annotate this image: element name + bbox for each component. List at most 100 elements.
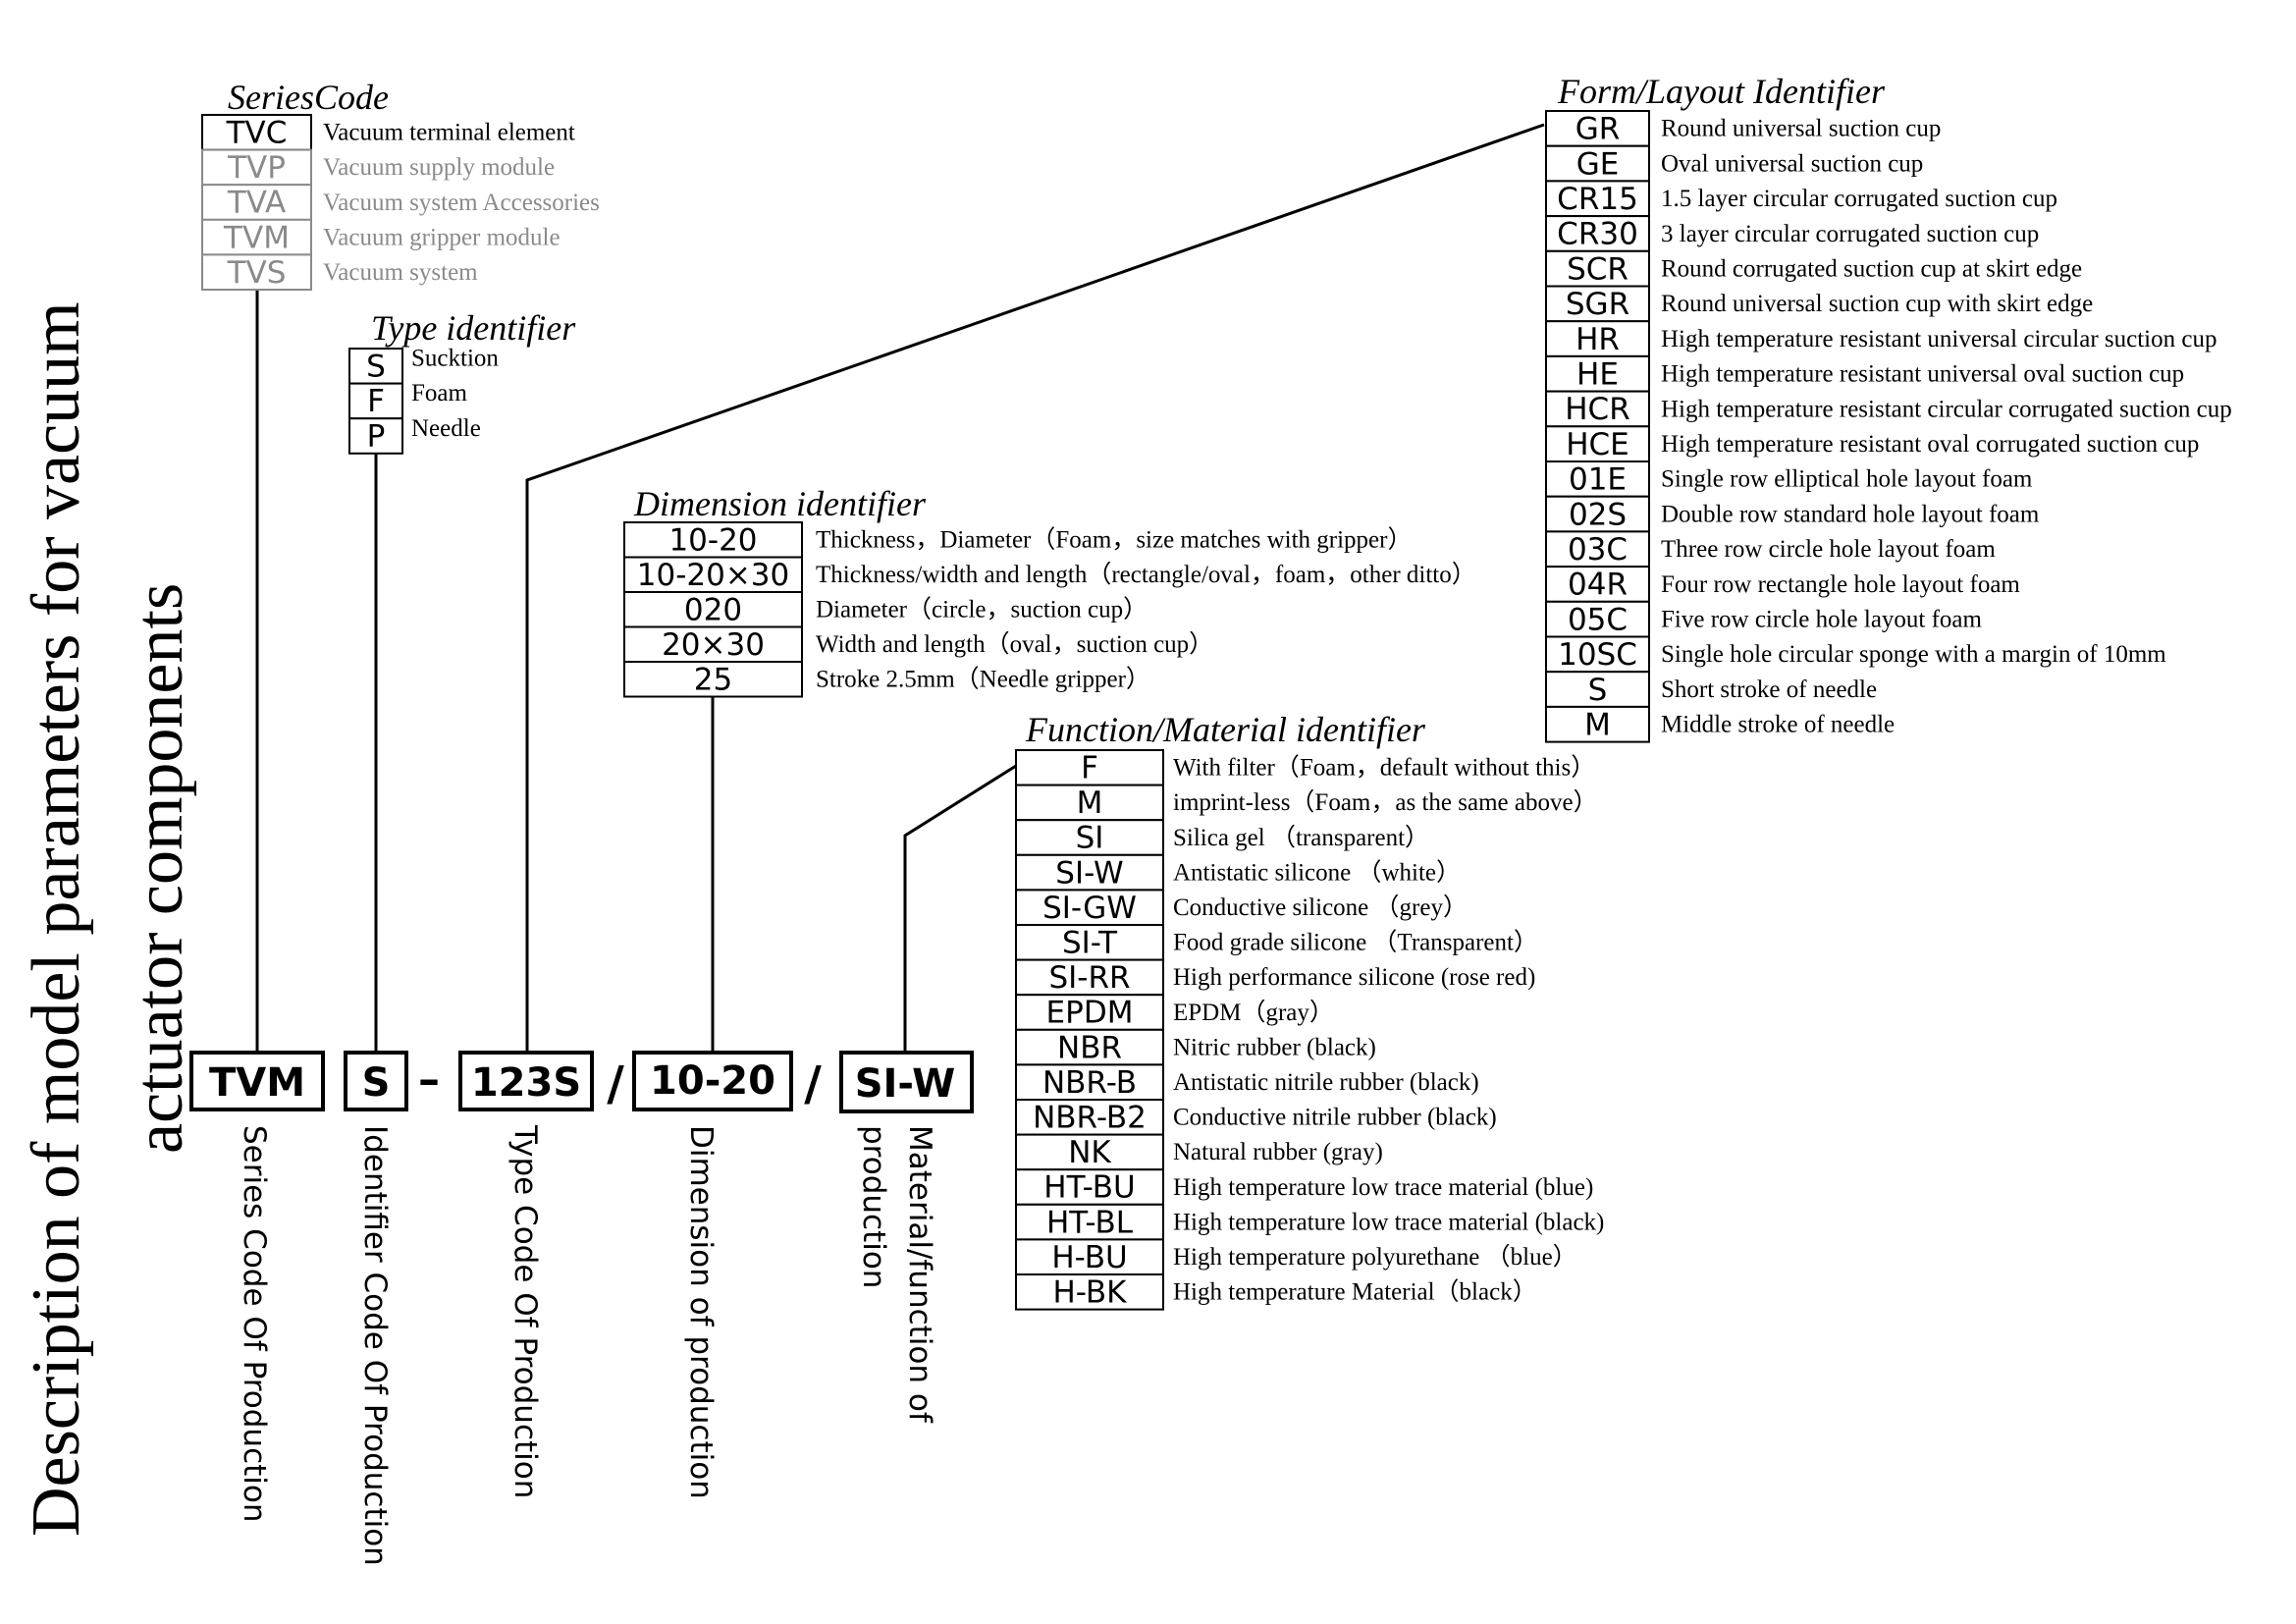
model-material-box — [839, 1051, 974, 1113]
code-text: H-BU — [1051, 1240, 1127, 1275]
description-text: High temperature low trace material (bla… — [1173, 1209, 1604, 1235]
code-cell — [1545, 425, 1650, 462]
code-cell — [1015, 1099, 1164, 1136]
model-slash-2: / — [804, 1056, 822, 1111]
code-cell — [1015, 994, 1164, 1031]
code-cell — [1545, 390, 1650, 428]
code-text: M — [1077, 785, 1103, 821]
series-code-table-heading: SeriesCode — [228, 78, 389, 117]
description-text: High temperature resistant circular corr… — [1661, 396, 2232, 422]
description-text: Vacuum system — [323, 259, 478, 286]
code-cell — [1545, 671, 1650, 708]
code-text: GE — [1576, 146, 1620, 182]
description-text: Conductive nitrile rubber (black) — [1173, 1105, 1497, 1131]
code-cell — [623, 556, 803, 593]
connector-form-layout — [525, 123, 1545, 1053]
description-text: Conductive silicone （grey） — [1173, 893, 1468, 921]
description-text: Middle stroke of needle — [1661, 712, 1895, 738]
code-text: 20×30 — [662, 627, 765, 663]
description-text: Three row circle hole layout foam — [1661, 536, 1996, 563]
description-text: High performance silicone (rose red) — [1173, 964, 1535, 991]
description-text: High temperature Material（black） — [1173, 1278, 1537, 1306]
code-text: EPDM — [1046, 996, 1134, 1031]
description-text: High temperature resistant universal cir… — [1661, 326, 2216, 352]
description-text: Round corrugated suction cup at skirt ed… — [1661, 256, 2082, 283]
description-text: Vacuum supply module — [323, 154, 555, 181]
model-material-code: SI-W — [855, 1061, 956, 1107]
code-text: HCR — [1565, 392, 1630, 427]
connector-function-material — [903, 764, 1017, 1053]
description-text: Diameter（circle，suction cup） — [816, 596, 1148, 623]
description-text: High temperature resistant oval corrugat… — [1661, 431, 2199, 458]
description-text: Thickness，Diameter（Foam，size matches wit… — [816, 526, 1412, 554]
code-text: SI-W — [1055, 855, 1123, 891]
description-text: Vacuum system Accessories — [323, 189, 600, 216]
code-cell — [1545, 354, 1650, 393]
code-text: 25 — [694, 662, 732, 697]
title-line-1: Description of model parameters for vacu… — [19, 301, 94, 1537]
description-text: Sucktion — [411, 346, 499, 372]
code-cell — [1015, 1273, 1164, 1311]
code-text: 02S — [1569, 497, 1627, 532]
code-cell — [1545, 180, 1650, 218]
code-text: TVA — [227, 186, 286, 221]
code-cell — [1545, 320, 1650, 357]
code-cell — [623, 591, 803, 628]
model-type-code: 123S — [471, 1060, 581, 1106]
code-text: SCR — [1567, 251, 1629, 287]
code-cell — [1015, 1203, 1164, 1241]
description-text: Stroke 2.5mm（Needle gripper） — [816, 666, 1150, 693]
description-text: Needle — [411, 415, 481, 442]
description-text: 1.5 layer circular corrugated suction cu… — [1661, 186, 2057, 212]
code-text: 03C — [1568, 532, 1628, 568]
description-text: Round universal suction cup with skirt e… — [1661, 291, 2093, 317]
description-text: Antistatic silicone （white） — [1173, 858, 1461, 886]
code-cell — [348, 417, 403, 455]
code-cell — [1545, 566, 1650, 603]
model-identifier-code: S — [362, 1060, 391, 1106]
label-series-code: Series Code Of Production — [237, 1125, 272, 1523]
code-text: SI-RR — [1048, 960, 1130, 996]
code-text: HR — [1575, 322, 1620, 357]
description-text: Short stroke of needle — [1661, 677, 1877, 703]
code-text: TVM — [223, 220, 290, 255]
description-text: 3 layer circular corrugated suction cup — [1661, 221, 2039, 247]
description-text: Single hole circular sponge with a margi… — [1661, 641, 2166, 668]
description-text: Nitric rubber (black) — [1173, 1034, 1376, 1060]
description-text: Natural rubber (gray) — [1173, 1139, 1383, 1165]
description-text: Food grade silicone （Transparent） — [1173, 929, 1538, 956]
code-text: 10-20×30 — [637, 558, 790, 593]
code-text: P — [367, 419, 386, 455]
code-cell — [1015, 889, 1164, 927]
code-text: 020 — [684, 592, 742, 627]
code-cell — [201, 218, 312, 256]
model-series-code: TVM — [209, 1060, 305, 1106]
model-slash-1: / — [607, 1056, 624, 1111]
code-text: NBR — [1057, 1030, 1122, 1065]
code-text: S — [1588, 673, 1608, 708]
label-material-line-2: production — [856, 1125, 891, 1288]
code-text: NBR-B — [1042, 1065, 1137, 1101]
description-text: High temperature resistant universal ova… — [1661, 361, 2184, 388]
code-cell — [1015, 1133, 1164, 1171]
code-text: TVC — [226, 115, 288, 150]
code-text: 10SC — [1558, 637, 1637, 673]
code-text: 04R — [1568, 568, 1628, 603]
model-dash: – — [418, 1055, 440, 1105]
code-cell — [1545, 110, 1650, 147]
dimension-identifier-table-heading: Dimension identifier — [633, 484, 927, 523]
description-text: Five row circle hole layout foam — [1661, 607, 1983, 633]
function-material-table-heading: Function/Material identifier — [1025, 710, 1426, 749]
label-identifier-code: Identifier Code Of Production — [357, 1125, 393, 1566]
description-text: High temperature low trace material (blu… — [1173, 1174, 1593, 1201]
code-text: GR — [1575, 112, 1621, 147]
code-cell — [1545, 635, 1650, 674]
code-text: CR30 — [1557, 217, 1638, 252]
code-text: TVS — [227, 255, 287, 291]
